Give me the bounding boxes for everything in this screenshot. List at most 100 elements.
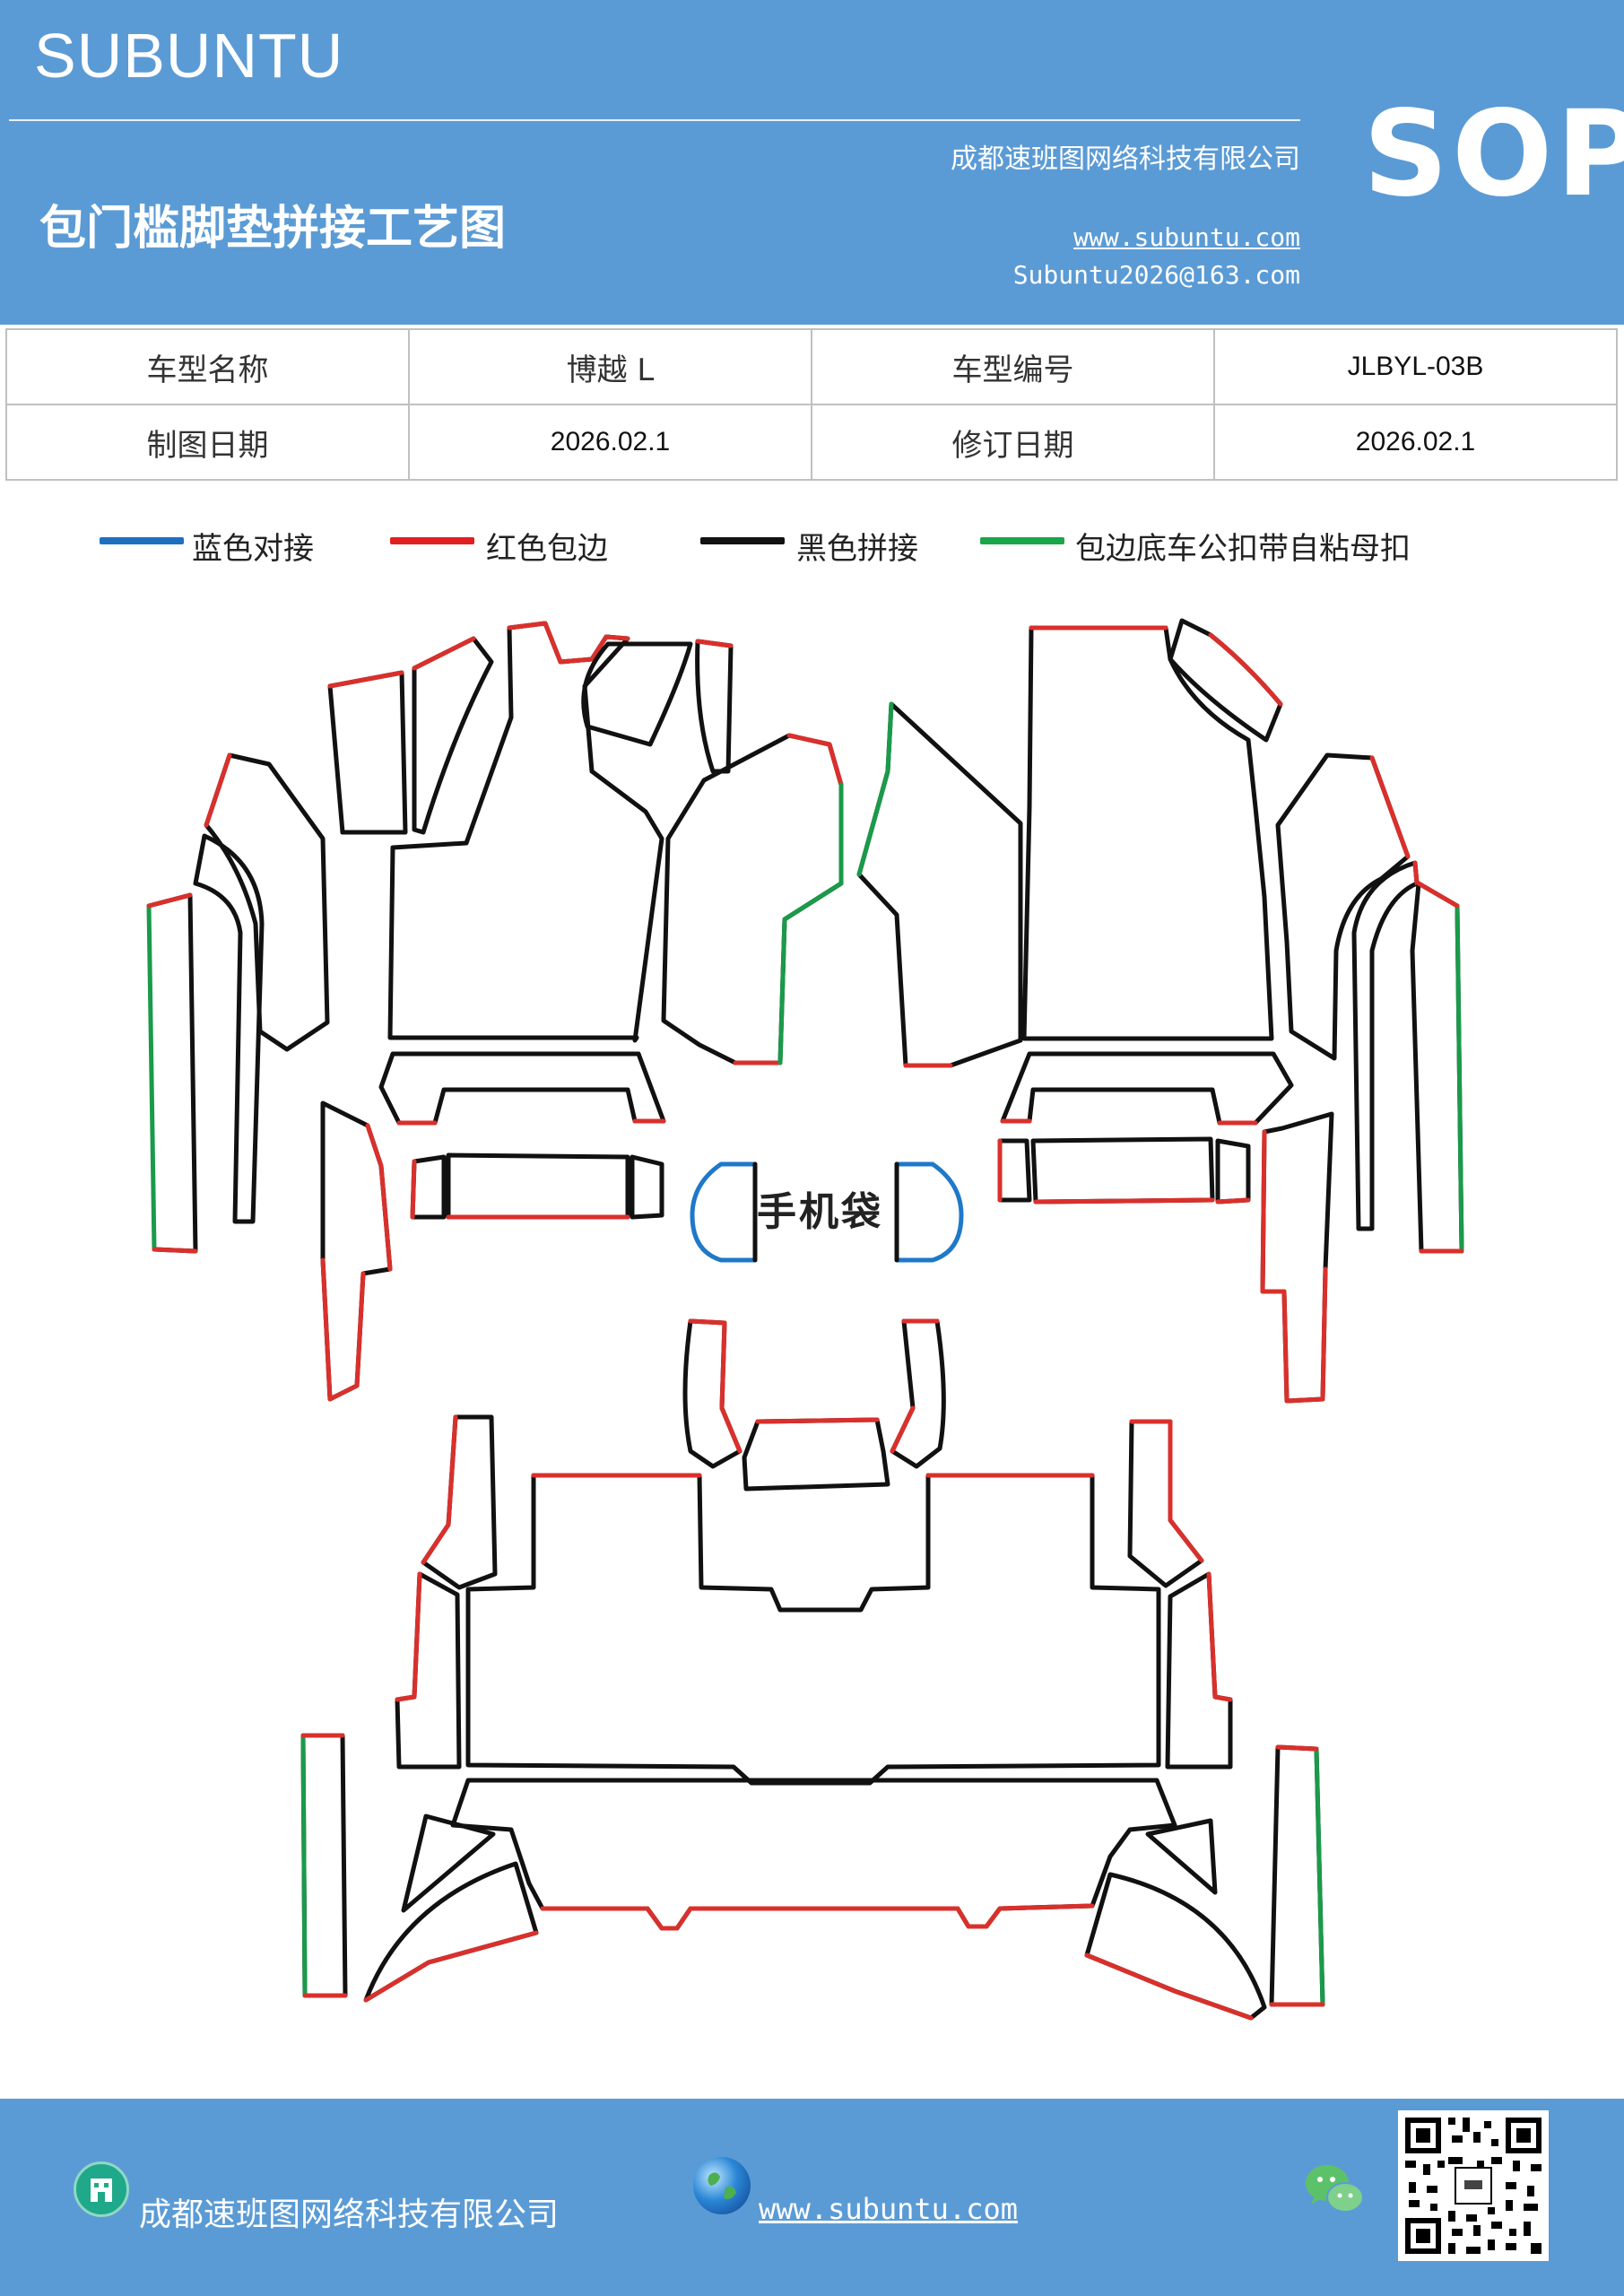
mat-edge	[421, 1414, 458, 1565]
mat-piece	[204, 752, 330, 1052]
mat-edge	[1033, 1197, 1215, 1205]
value-cell: 博越 L	[408, 328, 812, 405]
mat-piece	[1000, 1051, 1294, 1126]
sop-label: SOP	[1363, 85, 1624, 223]
mat-edge	[365, 1123, 393, 1272]
mat-edge	[412, 636, 476, 671]
label-cell: 车型名称	[5, 328, 410, 405]
mat-edge	[540, 1903, 1095, 1931]
mat-piece	[742, 1417, 890, 1492]
mat-edge	[1412, 860, 1420, 886]
label-cell: 修订日期	[811, 404, 1215, 481]
mat-piece	[1215, 1138, 1251, 1205]
mat-piece	[1127, 1419, 1204, 1588]
mat-edge	[1129, 1419, 1204, 1563]
mat-edge	[1215, 1197, 1251, 1205]
globe-icon	[693, 2157, 751, 2214]
mat-piece	[412, 636, 494, 835]
mat-piece	[1030, 1136, 1215, 1205]
mat-edge	[1314, 1746, 1325, 2007]
mat-piece	[363, 1861, 539, 2003]
mat-piece	[630, 1154, 664, 1220]
legend-swatch-blue	[100, 537, 184, 544]
mat-piece	[581, 641, 693, 747]
mat-edge	[1208, 632, 1283, 707]
mat-edge	[327, 670, 404, 689]
mat-edge	[1206, 1571, 1233, 1702]
mat-piece	[695, 639, 734, 774]
mat-edge	[688, 1318, 743, 1454]
mat-piece	[146, 892, 198, 1254]
mat-piece	[387, 621, 664, 1043]
mat-edge	[146, 892, 193, 909]
mat-piece	[395, 1571, 462, 1770]
value-cell: JLBYL-03B	[1213, 328, 1618, 405]
mat-piece	[410, 1154, 447, 1220]
mat-edge	[300, 1733, 308, 1998]
mat-edge	[204, 752, 232, 828]
mat-piece	[856, 701, 1023, 1068]
legend-swatch-black	[700, 537, 785, 544]
brand-name: SUBUNTU	[34, 21, 344, 91]
value-cell: 2026.02.1	[408, 404, 812, 481]
mat-edge	[152, 1247, 198, 1254]
mat-piece	[1168, 618, 1283, 743]
mat-piece	[378, 1051, 666, 1126]
phone-pocket	[894, 1161, 964, 1263]
mat-piece	[327, 670, 408, 835]
mat-edge	[777, 782, 844, 1065]
label-cell: 制图日期	[5, 404, 410, 481]
header-banner: SUBUNTU SOP 包门槛脚垫拼接工艺图 成都速班图网络科技有限公司 www…	[0, 0, 1624, 325]
footer-company-name: 成都速班图网络科技有限公司	[139, 2196, 560, 2233]
upper-right-pieces	[856, 618, 1464, 1404]
mat-piece	[1165, 1571, 1233, 1770]
footer-website-link[interactable]: www.subuntu.com	[759, 2192, 1018, 2226]
mat-piece	[1410, 881, 1464, 1254]
mat-edge	[410, 1159, 417, 1220]
mat-edge	[695, 639, 734, 648]
table-row: 车型名称 博越 L 车型编号 JLBYL-03B	[5, 328, 1618, 405]
mat-edge	[320, 1257, 366, 1402]
mat-piece	[446, 1152, 630, 1220]
mat-edge	[1416, 881, 1460, 909]
mat-edge	[890, 1405, 916, 1454]
mat-piece	[401, 1813, 496, 1913]
mat-piece	[300, 1733, 348, 1998]
wechat-icon[interactable]	[1302, 2161, 1367, 2217]
header-email[interactable]: Subuntu2026@163.com	[1012, 260, 1300, 290]
phone-pocket-label: 手机袋	[757, 1189, 883, 1235]
mat-edge	[1455, 903, 1464, 1254]
mat-piece	[421, 1414, 498, 1590]
mat-edge	[1275, 1744, 1319, 1752]
mat-edge	[146, 903, 157, 1252]
header-company-name: 成都速班图网络科技有限公司	[951, 144, 1300, 175]
legend-swatch-red	[390, 537, 474, 544]
mat-edge	[395, 1571, 422, 1702]
rear-pieces	[300, 1318, 1325, 2021]
mat-edge	[363, 1930, 539, 2003]
value-cell: 2026.02.1	[1213, 404, 1618, 481]
mat-piece	[1145, 1818, 1218, 1895]
label-cell: 车型编号	[811, 328, 1215, 405]
mat-piece	[1269, 1744, 1325, 2007]
header-website-link[interactable]: www.subuntu.com	[1073, 222, 1300, 252]
mat-piece	[465, 1473, 1161, 1786]
mat-stitching-diagram	[146, 618, 1464, 2021]
mat-piece	[1260, 1111, 1334, 1404]
mat-edge	[507, 621, 630, 665]
mat-edge	[1369, 755, 1411, 859]
phone-pocket	[690, 1161, 758, 1263]
upper-left-pieces	[146, 621, 844, 1402]
mat-edge	[856, 701, 894, 877]
building-icon	[74, 2161, 129, 2217]
legend-label-black: 黑色拼接	[796, 531, 918, 567]
mat-edge	[1084, 1952, 1254, 2021]
qr-code[interactable]	[1398, 2110, 1549, 2261]
mat-edge	[786, 733, 844, 787]
mat-piece	[193, 833, 265, 1224]
mat-piece	[682, 1318, 743, 1469]
legend-label-blue: 蓝色对接	[192, 531, 314, 567]
mat-edge	[755, 1417, 880, 1424]
document-title: 包门槛脚垫拼接工艺图	[39, 202, 507, 256]
mat-piece	[1084, 1872, 1267, 2021]
